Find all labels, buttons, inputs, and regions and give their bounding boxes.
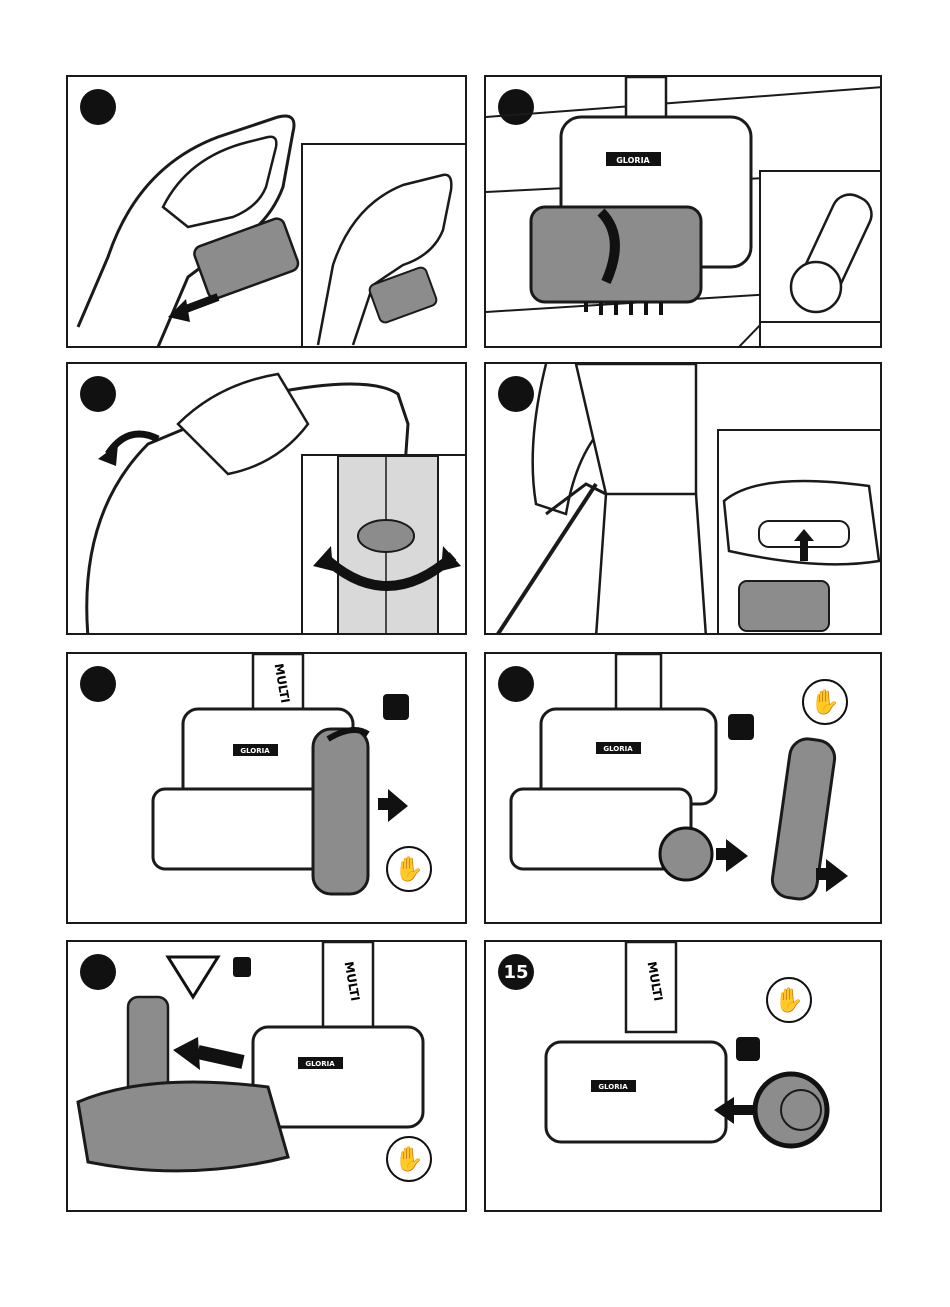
gloves-icon: ✋ [386, 1136, 432, 1182]
brand-label: GLORIA [603, 745, 633, 753]
grip-button-illustration [719, 431, 882, 635]
unlock-icon [383, 694, 409, 720]
inset-brush-contact [759, 170, 882, 348]
panel-brush-roller-removal: GLORIA ✋ [484, 652, 882, 924]
wheel-attach-illustration: MULTI GLORIA [486, 942, 882, 1212]
inset-battery-removed [301, 143, 467, 348]
panel-wheel-attach: 15 MULTI GLORIA ✋ [484, 940, 882, 1212]
brush-contact-illustration [761, 172, 882, 348]
brand-label: GLORIA [240, 747, 270, 755]
panel-side-cover-unlock: MULTI GLORIA ✋ [66, 652, 467, 924]
gloves-icon: ✋ [386, 846, 432, 892]
inset-grip-button [717, 429, 882, 635]
brand-label: GLORIA [305, 1060, 335, 1068]
inset-adjust-wheel [301, 454, 467, 635]
panel-operation [484, 362, 882, 635]
brand-label: GLORIA [616, 156, 650, 165]
panel-hot-surface-cover: MULTI GLORIA ✋ [66, 940, 467, 1212]
unlock-icon [736, 1037, 760, 1061]
handle-battery-detached-illustration [303, 145, 467, 348]
panel-brush-rotation: GLORIA [484, 75, 882, 348]
panel-battery-removal [66, 75, 467, 348]
gloves-icon: ✋ [802, 679, 848, 725]
unlock-icon [728, 714, 754, 740]
panel-handle-adjust [66, 362, 467, 635]
adjust-wheel-illustration [303, 456, 467, 635]
brand-label: GLORIA [598, 1083, 628, 1091]
gloves-icon: ✋ [766, 977, 812, 1023]
